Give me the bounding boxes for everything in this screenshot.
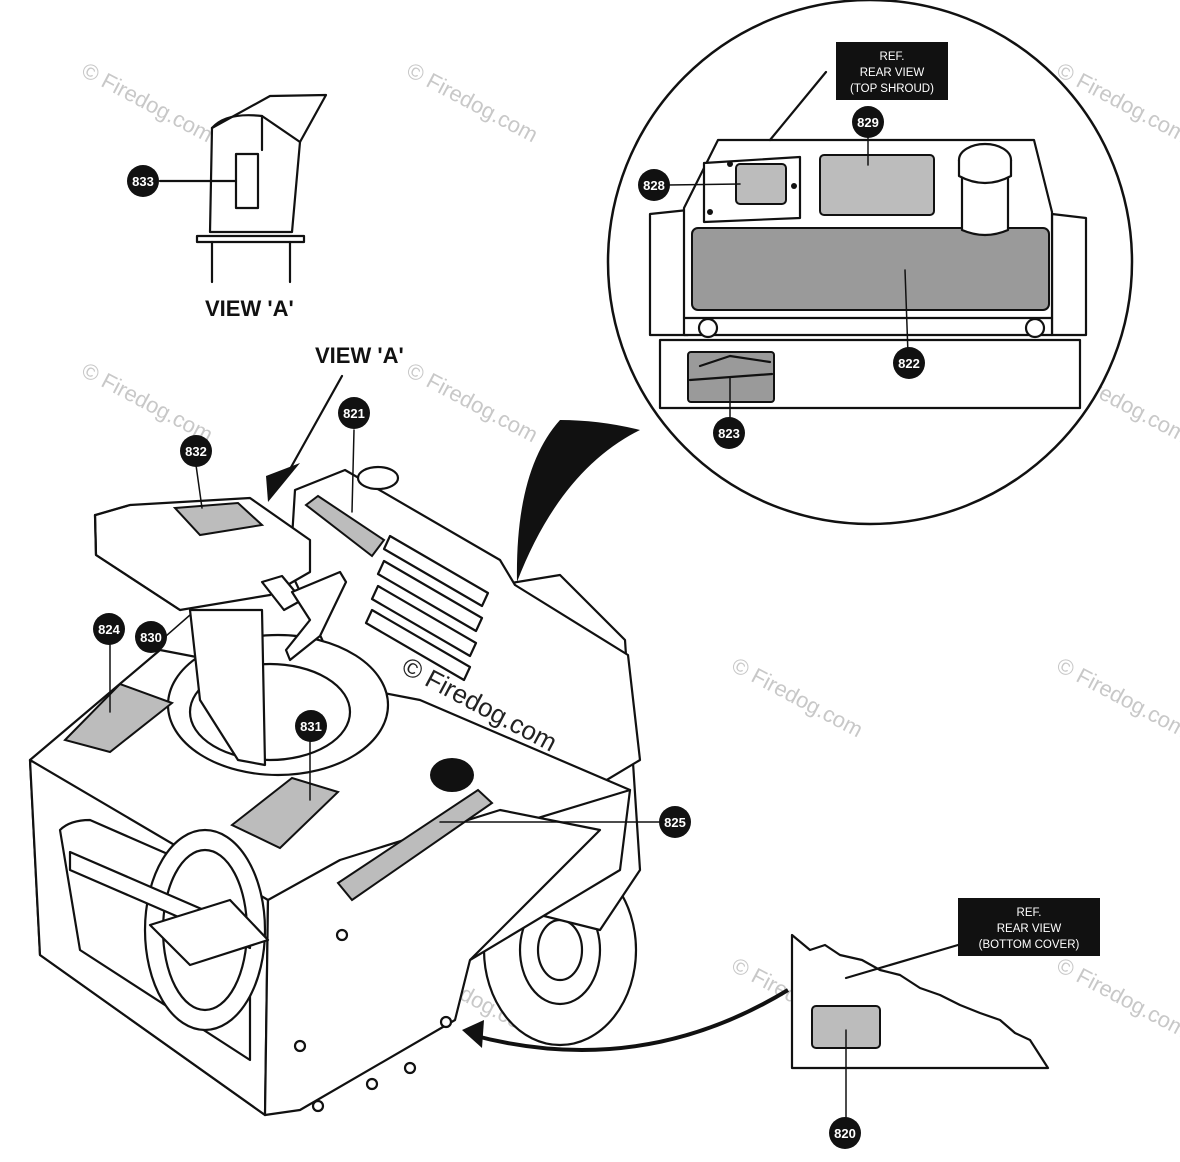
ref-box-top-shroud: REF. REAR VIEW (TOP SHROUD) — [836, 42, 948, 100]
callout-833[interactable]: 833 — [127, 165, 159, 197]
watermark: © Firedog.com — [78, 57, 217, 147]
watermark: © Firedog.com — [403, 57, 542, 147]
svg-text:825: 825 — [664, 815, 686, 830]
ref-box-bottom-cover: REF. REAR VIEW (BOTTOM COVER) — [958, 898, 1100, 956]
watermark: © Firedog.com — [403, 357, 542, 447]
callout-825[interactable]: 825 — [659, 806, 691, 838]
top-shroud-rear-view — [648, 70, 1088, 424]
callout-824[interactable]: 824 — [93, 613, 125, 645]
svg-text:822: 822 — [898, 356, 920, 371]
watermark: © Firedog.com — [1053, 652, 1180, 742]
watermark: © Firedog.com — [728, 652, 867, 742]
svg-text:828: 828 — [643, 178, 665, 193]
view-a-chute-detail — [158, 93, 328, 284]
svg-text:REAR VIEW: REAR VIEW — [860, 67, 925, 79]
view-a-arrow-label: VIEW 'A' — [315, 343, 404, 368]
watermark: © Firedog.com — [1053, 952, 1180, 1042]
bottom-cover-rear-view — [462, 933, 1050, 1121]
decal-833 — [234, 152, 260, 210]
magnifier-wedge — [516, 420, 640, 582]
callout-820[interactable]: 820 — [829, 1117, 861, 1149]
decal-832 — [172, 501, 265, 537]
view-a-arrowhead — [266, 463, 300, 502]
callout-821[interactable]: 821 — [338, 397, 370, 429]
svg-text:REF.: REF. — [880, 51, 905, 63]
decal-828 — [735, 163, 787, 205]
callout-823[interactable]: 823 — [713, 417, 745, 449]
svg-text:832: 832 — [185, 444, 207, 459]
callout-828[interactable]: 828 — [638, 169, 670, 201]
svg-text:820: 820 — [834, 1126, 856, 1141]
callout-829[interactable]: 829 — [852, 106, 884, 138]
svg-text:821: 821 — [343, 406, 365, 421]
svg-text:REF.: REF. — [1017, 907, 1042, 919]
svg-text:REAR VIEW: REAR VIEW — [997, 923, 1062, 935]
callout-830[interactable]: 830 — [135, 621, 167, 653]
decal-825 — [336, 788, 494, 902]
watermark: © Firedog.com — [78, 357, 217, 447]
svg-text:831: 831 — [300, 719, 322, 734]
decal-821 — [304, 494, 386, 558]
svg-text:830: 830 — [140, 630, 162, 645]
decal-822 — [691, 227, 1050, 311]
callout-822[interactable]: 822 — [893, 347, 925, 379]
view-a-detail-label: VIEW 'A' — [205, 296, 294, 321]
callout-831[interactable]: 831 — [295, 710, 327, 742]
view-a-arrow-line — [283, 374, 344, 480]
svg-text:823: 823 — [718, 426, 740, 441]
svg-text:824: 824 — [98, 622, 120, 637]
snow-thrower-body — [28, 429, 661, 1117]
decal-831 — [230, 776, 340, 850]
svg-text:(BOTTOM COVER): (BOTTOM COVER) — [979, 939, 1080, 951]
svg-text:(TOP SHROUD): (TOP SHROUD) — [850, 83, 934, 95]
svg-text:833: 833 — [132, 174, 154, 189]
callout-832[interactable]: 832 — [180, 435, 212, 467]
svg-text:829: 829 — [857, 115, 879, 130]
decal-829 — [819, 154, 935, 216]
decal-824 — [63, 682, 175, 754]
